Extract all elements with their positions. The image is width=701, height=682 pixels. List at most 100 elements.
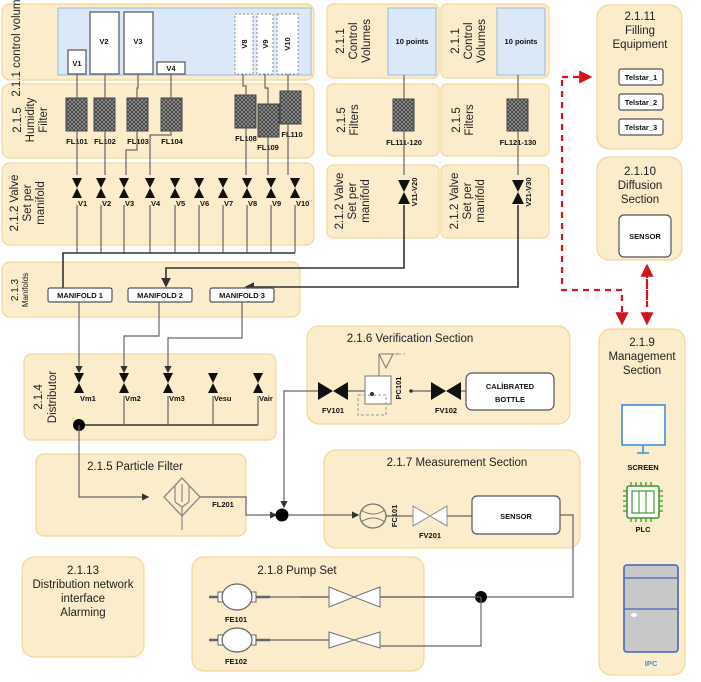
filter-fl110[interactable] [279, 90, 302, 125]
filter-fl102[interactable] [93, 97, 116, 132]
valve-v2[interactable]: V2 [96, 178, 111, 208]
manifolds: MANIFOLD 1 MANIFOLD 2 MANIFOLD 3 [47, 287, 275, 303]
valve-v9[interactable]: V9 [266, 178, 281, 208]
volume-area-c[interactable] [496, 7, 546, 76]
manifold-1[interactable] [47, 287, 113, 303]
telstar-1[interactable] [618, 68, 664, 86]
pump-set: FE101 FE102 [209, 583, 487, 666]
svg-text:10 points: 10 points [505, 37, 538, 46]
volume-v2[interactable] [89, 11, 120, 75]
title-diffusion: 2.1.10 Diffusion Section [618, 166, 663, 206]
valve-fv101[interactable]: FV101 [318, 382, 348, 415]
svg-text:V9: V9 [261, 39, 270, 48]
valve-v1[interactable]: V1 [72, 178, 87, 208]
svg-text:FV201: FV201 [419, 531, 441, 540]
valve-pump-2[interactable] [328, 631, 381, 649]
valve-pump-1[interactable] [328, 586, 381, 608]
svg-text:2.1.5: 2.1.5 [336, 107, 348, 133]
valve-v3[interactable]: V3 [119, 178, 134, 208]
valve-fv102[interactable]: FV102 [431, 382, 461, 415]
plc-icon[interactable] [623, 482, 663, 522]
volume-v8[interactable] [234, 13, 254, 75]
title-control-volumes-b: 2.1.1 Control Volumes [335, 19, 373, 63]
svg-text:2.1.1: 2.1.1 [335, 28, 347, 54]
svg-text:PC101: PC101 [394, 377, 403, 400]
valve-label: V10 [296, 199, 309, 208]
svg-text:10 points: 10 points [396, 37, 429, 46]
valve-v11-v20[interactable]: V11-V20 [398, 178, 419, 207]
svg-text:V11-V20: V11-V20 [410, 178, 419, 207]
svg-text:Telstar_3: Telstar_3 [625, 123, 657, 132]
svg-text:Humidity: Humidity [25, 97, 37, 142]
valve-label: V3 [125, 199, 134, 208]
svg-text:Filter: Filter [38, 107, 50, 133]
svg-text:MANIFOLD 1: MANIFOLD 1 [57, 291, 103, 300]
valve-icon [208, 373, 218, 393]
management-section: SCREEN PLC IPC [621, 404, 679, 668]
valve-v7[interactable]: V7 [218, 178, 233, 208]
title-verification: 2.1.6 Verification Section [347, 333, 474, 345]
valve-v6[interactable]: V6 [194, 178, 209, 208]
svg-text:Volumes: Volumes [361, 19, 373, 63]
title-control-volumes: 2.1.1 control volumes [11, 0, 23, 97]
filter-fl109[interactable] [257, 103, 280, 138]
svg-text:V1: V1 [72, 59, 81, 68]
valve-v5[interactable]: V5 [170, 178, 185, 208]
svg-text:2.1.4: 2.1.4 [33, 384, 45, 410]
volume-v3[interactable] [123, 11, 154, 75]
distributor-valve-vm3[interactable]: Vm3 [163, 373, 185, 403]
distributor-valve-vm1[interactable]: Vm1 [74, 373, 96, 403]
svg-text:Control: Control [463, 22, 475, 59]
valve-icon [242, 178, 252, 198]
valve-fv201[interactable]: FV201 [412, 505, 448, 540]
filter-fl103[interactable] [126, 97, 149, 132]
distributor-valve-vair[interactable]: Vair [253, 373, 273, 403]
svg-text:FL201: FL201 [212, 500, 234, 509]
valve-icon [72, 178, 82, 198]
pump-fe102[interactable]: FE102 [209, 627, 270, 666]
filter-fl108[interactable] [234, 94, 257, 129]
telstar-3[interactable] [618, 118, 664, 136]
filter-fl101[interactable] [65, 97, 88, 132]
svg-text:FV101: FV101 [322, 406, 344, 415]
svg-text:V4: V4 [166, 64, 176, 73]
ipc-icon[interactable] [623, 564, 679, 653]
particle-filter[interactable]: FL201 [163, 477, 278, 530]
svg-text:FV102: FV102 [435, 406, 457, 415]
panel-valve-set-b [326, 164, 440, 239]
filter-fl104[interactable] [160, 97, 183, 132]
calibrated-bottle[interactable] [465, 372, 555, 411]
filter-fl111-120[interactable] [392, 98, 415, 132]
title-valve-set-c: 2.1.2 Valve Set per manifold [449, 173, 487, 230]
title-humidity-filter: 2.1.5 Humidity Filter [12, 97, 50, 142]
valve-icon [170, 178, 180, 198]
pump-fe101[interactable]: FE101 [209, 583, 270, 624]
valve-label: V2 [102, 199, 111, 208]
volume-v10[interactable] [276, 13, 299, 75]
screen-icon[interactable] [621, 404, 666, 454]
valve-v10[interactable]: V10 [290, 178, 309, 208]
valve-v21-v30[interactable]: V21-V30 [512, 177, 533, 207]
pressure-controller-pc101[interactable]: PC101 [357, 353, 405, 416]
valve-icon [163, 373, 173, 393]
title-filling: 2.1.11 Filling Equipment [613, 11, 669, 51]
filter-fl121-130[interactable] [506, 98, 529, 132]
title-filters-b: 2.1.5 Filters [336, 104, 361, 136]
svg-text:manifold: manifold [35, 181, 47, 224]
telstar-2[interactable] [618, 93, 664, 111]
svg-text:2.1.2 Valve: 2.1.2 Valve [9, 175, 21, 232]
valve-v4[interactable]: V4 [145, 178, 161, 208]
svg-text:Set per: Set per [462, 182, 474, 219]
svg-text:CALİBRATED: CALİBRATED [486, 382, 535, 391]
valve-icon [266, 178, 276, 198]
valve-v8[interactable]: V8 [242, 178, 257, 208]
diffusion-sensor[interactable] [618, 214, 672, 258]
valve-label: V9 [272, 199, 281, 208]
distributor-valve-vesu[interactable]: Vesu [208, 373, 232, 403]
title-valve-set: 2.1.2 Valve Set per manifold [9, 175, 47, 232]
manifold-2[interactable] [127, 287, 193, 303]
title-manifolds: 2.1.3 Manifolds [10, 273, 30, 307]
volume-area-b[interactable] [387, 7, 437, 76]
distributor-valve-vm2[interactable]: Vm2 [119, 373, 141, 403]
